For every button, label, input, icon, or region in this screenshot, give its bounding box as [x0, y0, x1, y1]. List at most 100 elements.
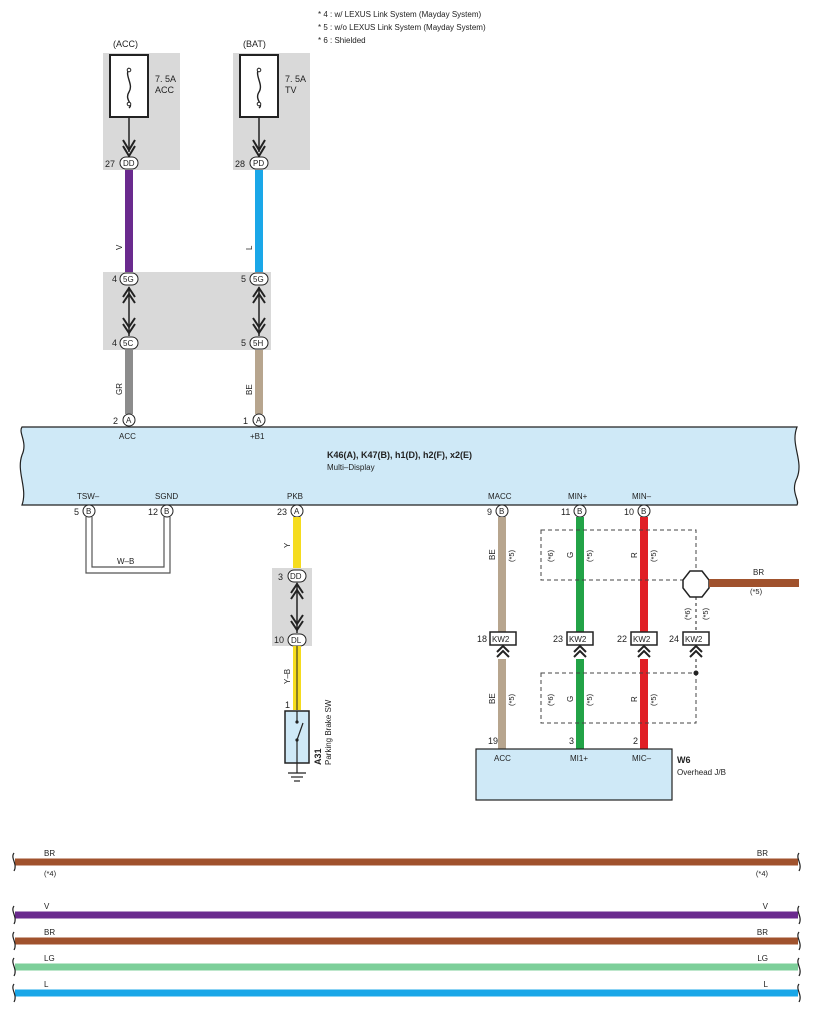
bus-line-note: (*4) [44, 869, 57, 878]
pb-id: A31 [313, 748, 323, 765]
md-pin-label-b1: +B1 [250, 432, 265, 441]
fuse-bat-group: (BAT) [243, 39, 266, 49]
pb-name: Parking Brake SW [324, 699, 333, 765]
break-mark-icon [797, 905, 801, 925]
wire-label: G [566, 696, 575, 702]
wire-r [640, 517, 648, 632]
md-top-pin: 2 [113, 416, 118, 426]
md-top-conn: A [256, 416, 262, 425]
md-pin-label: TSW– [77, 492, 100, 501]
bus-line-label: V [763, 902, 769, 911]
md-bottom-conn: B [499, 507, 504, 516]
md-bottom-conn: A [294, 507, 300, 516]
overhead-pin: 2 [633, 736, 638, 746]
note-tag: (*5) [701, 607, 710, 620]
switch-icon [296, 722, 304, 741]
fuse-bat-pin: 28 [235, 159, 245, 169]
note-tag: (*5) [649, 549, 658, 562]
bus-line [15, 858, 798, 866]
wire-l-label: L [245, 245, 254, 250]
kw2-conn: KW2 [569, 635, 587, 644]
fuse-bat-name: TV [285, 85, 297, 95]
wire-gr-label: GR [115, 383, 124, 395]
bus-line-label: BR [757, 849, 768, 858]
md-bottom-pin: 9 [487, 507, 492, 517]
bus-line [15, 911, 798, 919]
md-bottom-pin: 12 [148, 507, 158, 517]
wire-be-label: BE [245, 384, 254, 395]
bus-line-label: BR [757, 928, 768, 937]
break-mark-icon [797, 931, 801, 951]
bus-line-note: (*4) [756, 869, 769, 878]
fuse-acc-rating: 7. 5A [155, 74, 176, 84]
break-mark-icon [797, 983, 801, 1003]
break-mark-icon [797, 957, 801, 977]
wire-l [255, 170, 263, 272]
bus-line-label: LG [44, 954, 55, 963]
kw2-pin: 18 [477, 634, 487, 644]
junction-pin: 4 [112, 338, 117, 348]
note-5: * 5 : w/o LEXUS Link System (Mayday Syst… [318, 23, 486, 32]
overhead-pin: 19 [488, 736, 498, 746]
fuse-bat-rating: 7. 5A [285, 74, 306, 84]
shield-ground-icon [682, 570, 710, 598]
md-pin-label: PKB [287, 492, 303, 501]
note-tag: (*6) [546, 693, 555, 706]
md-pin-label: MIN+ [568, 492, 588, 501]
kw2-pin: 22 [617, 634, 627, 644]
bus-line [15, 989, 798, 997]
fuse-acc-group: (ACC) [113, 39, 138, 49]
junction-pin: 5 [241, 274, 246, 284]
junction-conn: 5G [253, 275, 264, 284]
bus-line [15, 963, 798, 971]
junction-conn: 5H [253, 339, 263, 348]
parking-brake-switch: 1 A31 Parking Brake SW [284, 699, 333, 782]
note-tag: (*5) [585, 549, 594, 562]
wire-label: BE [488, 693, 497, 704]
shield-box-lower [540, 672, 697, 724]
pb-pin: 1 [285, 700, 290, 710]
bus-line-label: L [44, 980, 49, 989]
md-bottom-pins: 5 B 12 B 23 A 9 B 11 B 10 B [74, 504, 651, 518]
wire-y [293, 517, 301, 568]
note-tag: (*6) [683, 607, 692, 620]
junction-conn: 5C [123, 339, 133, 348]
junction-upper: 4 5G 5 5G 4 5C 5 5H [103, 272, 271, 350]
overhead-pin: 3 [569, 736, 574, 746]
wire-v [125, 170, 133, 272]
wire-br-shield [709, 579, 799, 587]
md-bottom-conn: B [577, 507, 582, 516]
shield-box [540, 529, 697, 581]
break-mark-icon [12, 931, 16, 951]
md-bottom-pin: 5 [74, 507, 79, 517]
md-bottom-pin: 23 [277, 507, 287, 517]
wire-g [576, 517, 584, 632]
junction-conn: DL [291, 636, 302, 645]
note-tag: (*6) [546, 549, 555, 562]
overhead-name: Overhead J/B [677, 768, 726, 777]
note-4: * 4 : w/ LEXUS Link System (Mayday Syste… [318, 10, 481, 19]
kw2-pin: 23 [553, 634, 563, 644]
fuse-bat-conn: PD [253, 159, 264, 168]
overhead-pin-label: ACC [494, 754, 511, 763]
junction-pkb: 3 DD 10 DL [272, 568, 312, 647]
multi-display-subtitle: Multi–Display [327, 463, 375, 472]
note-tag: (*5) [649, 693, 658, 706]
fuse-acc: (ACC) 7. 5A ACC 27 DD [103, 39, 180, 170]
wire-y-label: Y [283, 542, 292, 548]
junction-pin: 4 [112, 274, 117, 284]
md-pin-label: SGND [155, 492, 178, 501]
wire-label: R [630, 552, 639, 558]
md-top-pin: 1 [243, 416, 248, 426]
overhead-id: W6 [677, 755, 691, 765]
wire-be-lower [498, 659, 506, 749]
multi-display-title: K46(A), K47(B), h1(D), h2(F), x2(E) [327, 450, 472, 460]
break-mark-icon [12, 983, 16, 1003]
ground-icon [288, 772, 306, 782]
bus-line [15, 937, 798, 945]
junction-pin: 5 [241, 338, 246, 348]
md-bottom-conn: B [641, 507, 646, 516]
junction-pin: 10 [274, 635, 284, 645]
md-bottom-conn: B [164, 507, 169, 516]
